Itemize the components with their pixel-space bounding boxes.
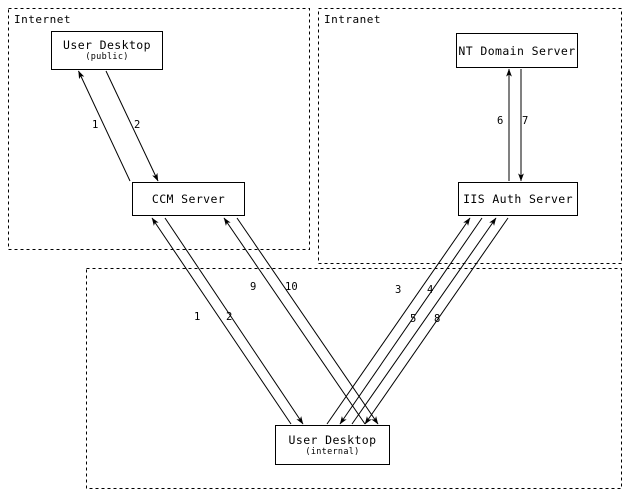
node-user-desktop-internal-title: User Desktop — [288, 432, 377, 447]
edge-ccm-to-public-2 — [78, 70, 131, 182]
edge-internal-to-iis-3 — [326, 217, 471, 425]
node-user-desktop-internal[interactable]: User Desktop (internal) — [275, 425, 390, 465]
zone-internal-outline — [86, 268, 622, 489]
edge-iis-to-internal-4 — [339, 217, 483, 425]
zone-label-internet: Internet — [14, 13, 71, 26]
edge-group-public-ccm — [78, 70, 159, 182]
edge-label-2-internal: 2 — [226, 311, 233, 323]
edge-label-1-internal: 1 — [194, 311, 201, 323]
edge-label-5: 5 — [410, 313, 417, 325]
edge-iis-to-internal-8 — [364, 217, 509, 425]
edge-public-to-ccm-1 — [105, 70, 159, 182]
node-iis-auth-server-title: IIS Auth Server — [463, 192, 573, 206]
edge-label-7: 7 — [522, 115, 529, 127]
edge-group-iis-internal — [326, 217, 509, 425]
node-nt-domain-server[interactable]: NT Domain Server — [456, 33, 578, 68]
edge-ccm-to-internal-10 — [236, 217, 379, 425]
node-ccm-server-title: CCM Server — [151, 192, 226, 206]
zone-intranet-outline — [318, 8, 622, 264]
edge-group-ccm-internal — [151, 217, 379, 425]
edge-internal-to-iis-5 — [351, 217, 497, 425]
zone-label-intranet: Intranet — [324, 13, 381, 26]
edge-internal-to-ccm-9 — [223, 217, 366, 425]
edge-label-10: 10 — [285, 281, 298, 293]
edge-label-8: 8 — [434, 313, 441, 325]
node-ccm-server[interactable]: CCM Server — [132, 182, 245, 216]
edge-label-3: 3 — [395, 284, 402, 296]
node-user-desktop-internal-subtitle: (internal) — [305, 446, 360, 457]
node-nt-domain-server-title: NT Domain Server — [458, 43, 576, 58]
edge-label-6: 6 — [497, 115, 504, 127]
node-user-desktop-public-subtitle: (public) — [85, 52, 129, 62]
node-user-desktop-public-title: User Desktop — [63, 38, 151, 52]
edge-group-iis-nt — [506, 68, 524, 182]
zone-internet-outline — [8, 8, 310, 250]
edge-internal-to-ccm-1 — [151, 217, 292, 425]
node-iis-auth-server[interactable]: IIS Auth Server — [458, 182, 578, 216]
edge-ccm-to-internal-2 — [164, 217, 304, 425]
node-user-desktop-public[interactable]: User Desktop (public) — [51, 31, 163, 70]
edge-label-9: 9 — [250, 281, 257, 293]
zone-outlines — [8, 8, 622, 489]
edge-label-1-public: 1 — [92, 119, 99, 131]
edge-label-2-public: 2 — [134, 119, 141, 131]
edge-label-4: 4 — [427, 284, 434, 296]
